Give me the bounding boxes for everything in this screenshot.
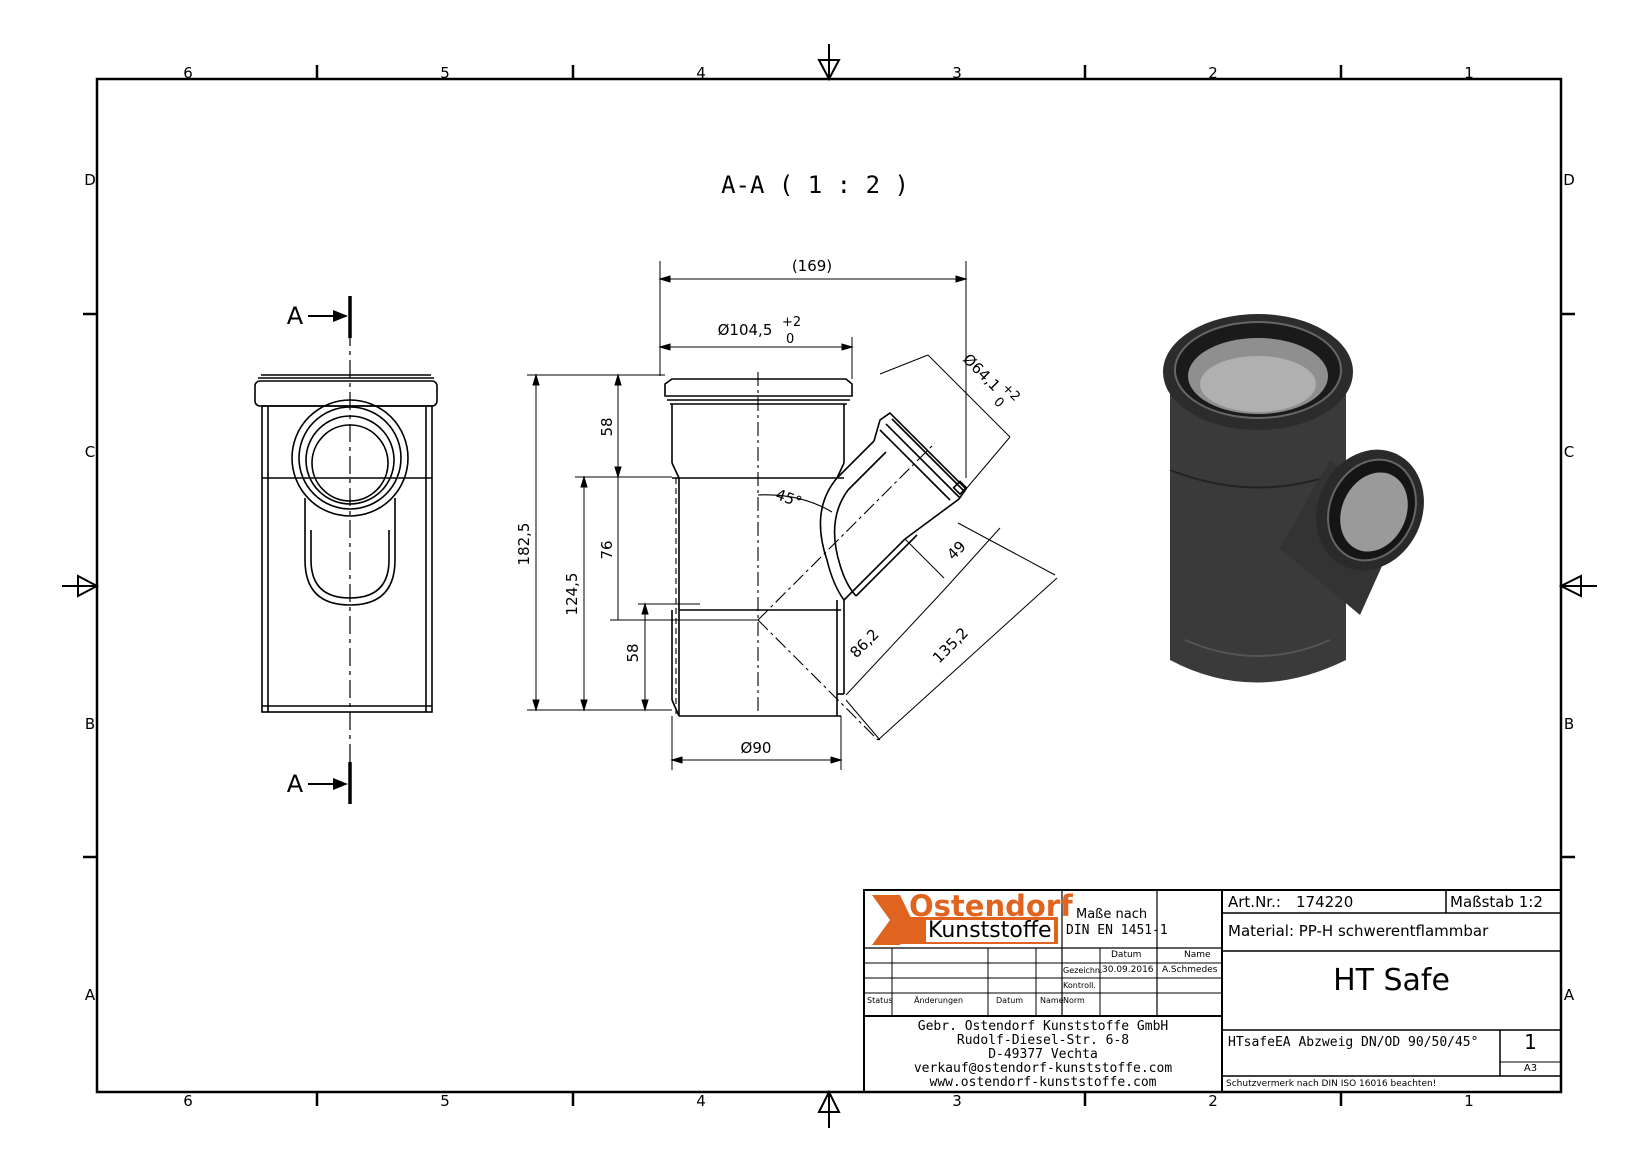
drawn-by: A.Schmedes	[1162, 965, 1218, 975]
col-label-top-1: 1	[1464, 64, 1474, 82]
centering-arrows	[62, 44, 1597, 1128]
col-name-header: Name	[1184, 950, 1211, 960]
title-block: Ostendorf Kunststoffe Maße nach DIN EN 1…	[864, 890, 1561, 1092]
dimension-texts: (169) Ø104,5 +2 0 Ø64,1 +2 0 45° 182,5 1…	[515, 257, 1023, 757]
dim-branch-tol-lower: 0	[990, 395, 1006, 411]
col-label-bottom-4: 4	[696, 1092, 706, 1110]
row-norm-label: Norm	[1063, 996, 1085, 1005]
sheet-number: 1	[1524, 1030, 1537, 1054]
art-nr-label: Art.Nr.:	[1228, 893, 1281, 911]
col-label-bottom-1: 1	[1464, 1092, 1474, 1110]
dim-branch-socket: 49	[943, 537, 969, 563]
dim-angle: 45°	[773, 485, 804, 511]
dim-branch-length: 86,2	[846, 625, 882, 661]
address-street: Rudolf-Diesel-Str. 6-8	[956, 1033, 1130, 1048]
row-label-right-B: B	[1564, 715, 1574, 733]
col-label-top-6: 6	[183, 64, 193, 82]
col-datum-header: Datum	[1111, 950, 1142, 960]
protection-note: Schutzvermerk nach DIN ISO 16016 beachte…	[1226, 1079, 1437, 1089]
row-label-left-C: C	[85, 443, 95, 461]
section-marker-top: A	[287, 302, 304, 330]
scale-label: Maßstab 1:2	[1450, 893, 1543, 911]
product-render	[1163, 314, 1424, 683]
drawn-date: 30.09.2016	[1102, 965, 1154, 975]
dim-pipe-diameter: Ø90	[741, 739, 772, 757]
col-label-top-3: 3	[952, 64, 962, 82]
row-gezeichnet-label: Gezeichn.	[1063, 966, 1103, 975]
address-city: D-49377 Vechta	[988, 1047, 1098, 1062]
section-marker-bottom: A	[287, 770, 304, 798]
col-label-bottom-5: 5	[440, 1092, 450, 1110]
dim-overall-width: (169)	[792, 257, 832, 275]
rev-status-label: Status	[867, 996, 893, 1005]
row-label-right-A: A	[1564, 986, 1575, 1004]
logo-wordmark-kunststoffe: Kunststoffe	[926, 918, 1054, 943]
title-block-grid	[863, 889, 1562, 1093]
front-view	[254, 374, 438, 713]
logo-wordmark-ostendorf: Ostendorf	[909, 889, 1073, 923]
center-lines	[675, 372, 936, 741]
col-label-bottom-3: 3	[952, 1092, 962, 1110]
dim-height-to-branch: 124,5	[563, 573, 581, 616]
address-web: www.ostendorf-kunststoffe.com	[929, 1075, 1157, 1090]
row-label-left-B: B	[85, 715, 95, 733]
row-label-right-C: C	[1564, 443, 1574, 461]
art-nr-value: 174220	[1296, 893, 1354, 911]
dim-socket-diameter: Ø104,5	[718, 321, 773, 339]
col-label-top-5: 5	[440, 64, 450, 82]
rev-datum-label: Datum	[996, 996, 1024, 1005]
product-description: HTsafeEA Abzweig DN/OD 90/50/45°	[1228, 1035, 1479, 1050]
dim-socket-tol-lower: 0	[786, 332, 794, 347]
col-label-bottom-2: 2	[1208, 1092, 1218, 1110]
col-label-bottom-6: 6	[183, 1092, 193, 1110]
row-label-right-D: D	[1563, 171, 1575, 189]
row-label-left-D: D	[84, 171, 96, 189]
section-view	[664, 378, 968, 717]
row-label-left-A: A	[85, 986, 96, 1004]
dims-per-label: Maße nach	[1076, 907, 1148, 922]
section-title: A-A ( 1 : 2 )	[721, 171, 909, 199]
address-email: verkauf@ostendorf-kunststoffe.com	[913, 1061, 1173, 1076]
row-kontroll-label: Kontroll.	[1063, 981, 1096, 990]
zone-labels: 6 5 4 3 2 1 6 5 4 3 2 1 D C B A D C B A	[84, 64, 1575, 1110]
dim-mid-length: 76	[598, 540, 616, 559]
sheet-format: A3	[1523, 1063, 1538, 1074]
col-label-top-2: 2	[1208, 64, 1218, 82]
dims-per-standard: DIN EN 1451-1	[1066, 923, 1168, 938]
dimension-lines	[527, 261, 1058, 770]
dim-socket-depth-top: 58	[598, 417, 616, 436]
material-label: Material: PP-H schwerentflammbar	[1228, 922, 1489, 940]
col-label-top-4: 4	[696, 64, 706, 82]
section-line	[308, 296, 352, 804]
address-company: Gebr. Ostendorf Kunststoffe GmbH	[917, 1019, 1169, 1034]
dim-bottom-length: 58	[624, 643, 642, 662]
dim-height-total: 182,5	[515, 523, 533, 566]
zone-ticks	[83, 65, 1575, 1106]
product-title: HT Safe	[1333, 963, 1450, 998]
rev-name-label: Name	[1040, 996, 1064, 1005]
rev-aenderungen-label: Änderungen	[914, 996, 964, 1005]
dim-socket-tol-upper: +2	[782, 315, 801, 330]
